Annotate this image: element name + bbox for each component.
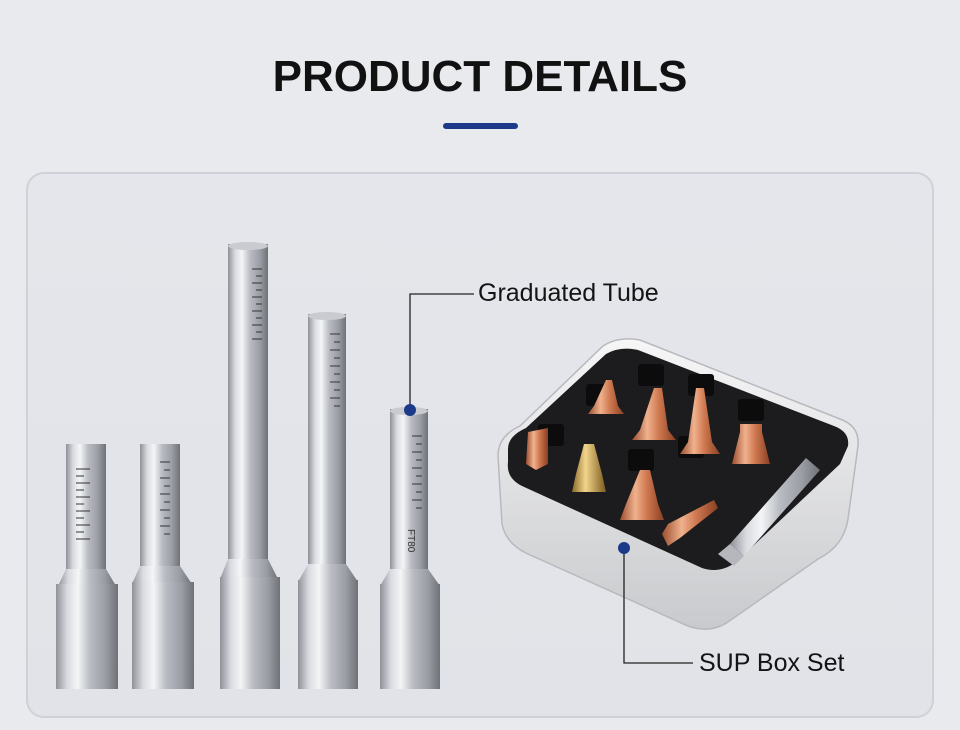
nozzle-4 bbox=[680, 388, 720, 454]
nozzle-7 bbox=[620, 470, 664, 520]
product-scene: FT80 bbox=[56, 242, 859, 689]
nozzle-3 bbox=[632, 388, 676, 440]
nozzle-6 bbox=[572, 444, 606, 492]
nozzle-5 bbox=[732, 424, 770, 464]
graduated-tube-label: Graduated Tube bbox=[478, 279, 659, 307]
page-title: PRODUCT DETAILS bbox=[272, 52, 688, 101]
box-tube bbox=[730, 458, 820, 556]
nozzle-2 bbox=[588, 380, 624, 414]
nozzle-1 bbox=[526, 428, 548, 470]
box-callout-dot bbox=[618, 542, 630, 554]
tube-3 bbox=[220, 242, 280, 689]
tube-callout-leader bbox=[404, 293, 474, 416]
product-panel: FT80 bbox=[26, 172, 934, 718]
nozzle-8 bbox=[662, 500, 718, 546]
tube-1 bbox=[56, 444, 118, 689]
sup-box-set bbox=[497, 338, 859, 630]
title-underline bbox=[443, 123, 518, 129]
tube-2 bbox=[132, 444, 194, 689]
tube-5: FT80 bbox=[380, 407, 440, 689]
tube-callout-dot bbox=[404, 404, 416, 416]
box-callout-leader bbox=[618, 542, 693, 664]
sup-box-set-label: SUP Box Set bbox=[699, 649, 845, 677]
tube-4 bbox=[298, 312, 358, 689]
tube-engraving: FT80 bbox=[405, 529, 416, 553]
